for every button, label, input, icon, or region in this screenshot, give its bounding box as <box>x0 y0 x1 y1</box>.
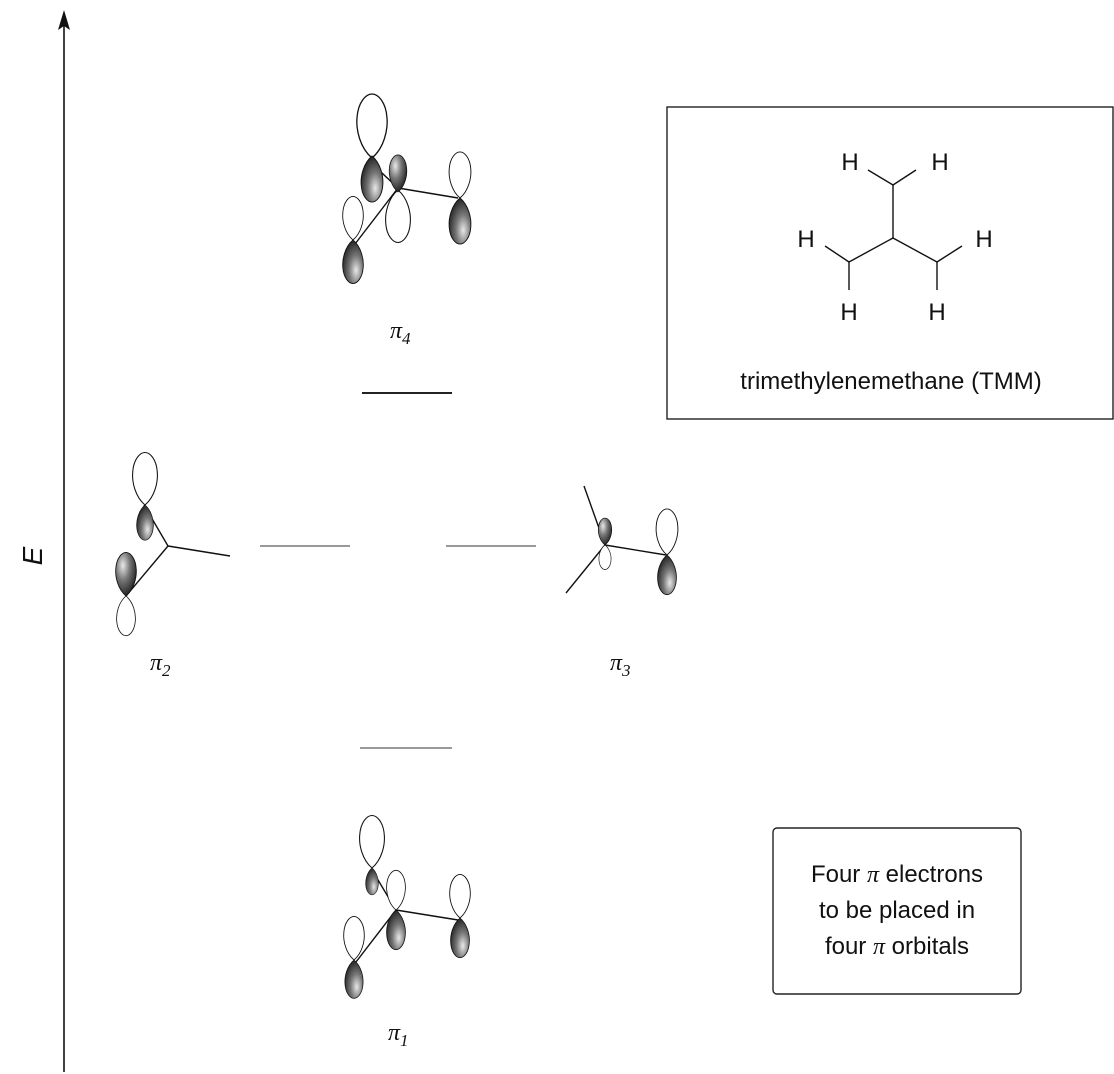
orbital-pi2 <box>115 451 231 637</box>
note-line-2: to be placed in <box>819 897 975 924</box>
molecule-name: trimethylenemethane (TMM) <box>740 368 1041 395</box>
atom-h4: H <box>975 226 992 253</box>
atom-h3: H <box>797 226 814 253</box>
atom-h6: H <box>928 299 945 326</box>
energy-axis: E <box>17 10 70 1072</box>
note-box: Four π electrons to be placed in four π … <box>772 827 1022 995</box>
note-line-1: Four π electrons <box>811 861 983 888</box>
label-pi2: π2 <box>150 650 171 680</box>
tmm-structure-box: H H H H H H trimethylenemethane (TMM) <box>666 106 1114 420</box>
axis-arrowhead-icon <box>58 10 70 30</box>
orbital-pi1 <box>343 814 471 999</box>
atom-h1: H <box>841 149 858 176</box>
label-pi3: π3 <box>610 650 631 680</box>
atom-h5: H <box>840 299 857 326</box>
orbital-pi3 <box>565 485 679 596</box>
atom-h2: H <box>931 149 948 176</box>
axis-label: E <box>17 546 48 565</box>
note-line-3: four π orbitals <box>825 933 969 960</box>
label-pi1: π1 <box>388 1020 409 1050</box>
tmm-skeleton <box>824 169 963 290</box>
energy-levels <box>260 392 536 749</box>
label-pi4: π4 <box>390 318 411 348</box>
orbital-pi4 <box>342 93 472 284</box>
